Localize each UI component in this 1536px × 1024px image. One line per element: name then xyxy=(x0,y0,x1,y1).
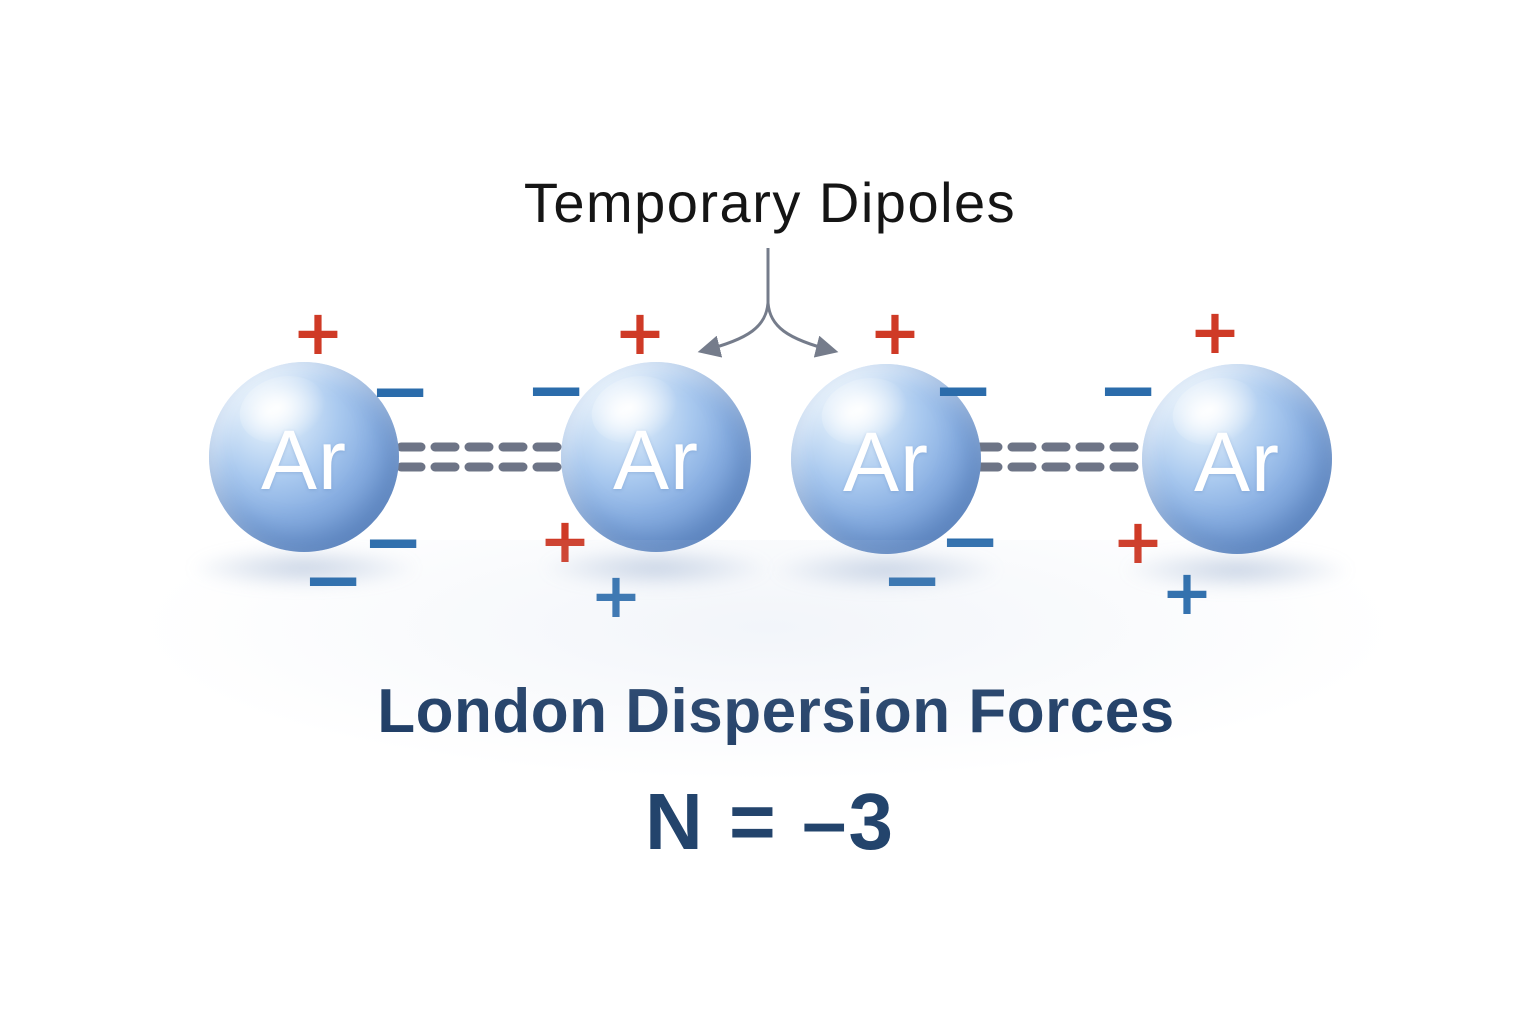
negative-charge: − xyxy=(524,347,588,433)
sphere-shadow xyxy=(536,546,776,590)
atom-symbol: Ar xyxy=(843,414,929,509)
argon-atom-4: Ar xyxy=(1142,364,1332,554)
sphere-shadow xyxy=(184,546,424,590)
sphere-shadow xyxy=(1117,548,1357,592)
negative-charge: − xyxy=(361,499,425,585)
positive-charge: + xyxy=(869,296,921,369)
atom-symbol: Ar xyxy=(1194,414,1280,509)
negative-charge: − xyxy=(931,347,995,433)
formula-text: N = –3 xyxy=(645,777,895,866)
positive-charge: + xyxy=(590,559,642,632)
atom-symbol: Ar xyxy=(613,412,699,507)
positive-charge: + xyxy=(1112,505,1164,578)
argon-atom-2: Ar xyxy=(561,362,751,552)
fork-arrow-icon xyxy=(697,248,839,358)
positive-charge: + xyxy=(1189,295,1241,368)
atom-symbol: Ar xyxy=(261,412,347,507)
argon-atom-3: Ar xyxy=(791,364,981,554)
dispersion-bond-2 xyxy=(973,442,1145,472)
negative-charge: − xyxy=(368,348,432,434)
positive-charge: + xyxy=(292,296,344,369)
temporary-dipoles-label: Temporary Dipoles xyxy=(523,171,1017,234)
sphere-shadow xyxy=(766,548,1006,592)
negative-charge: − xyxy=(938,498,1002,584)
diagram-title: London Dispersion Forces xyxy=(377,677,1175,746)
positive-charge: + xyxy=(1161,556,1213,629)
positive-charge: + xyxy=(539,504,591,577)
negative-charge: − xyxy=(301,537,365,623)
negative-charge: − xyxy=(1096,347,1160,433)
argon-atom-1: Ar xyxy=(209,362,399,552)
positive-charge: + xyxy=(614,296,666,369)
dispersion-bond-1 xyxy=(396,442,568,472)
negative-charge: − xyxy=(880,537,944,623)
